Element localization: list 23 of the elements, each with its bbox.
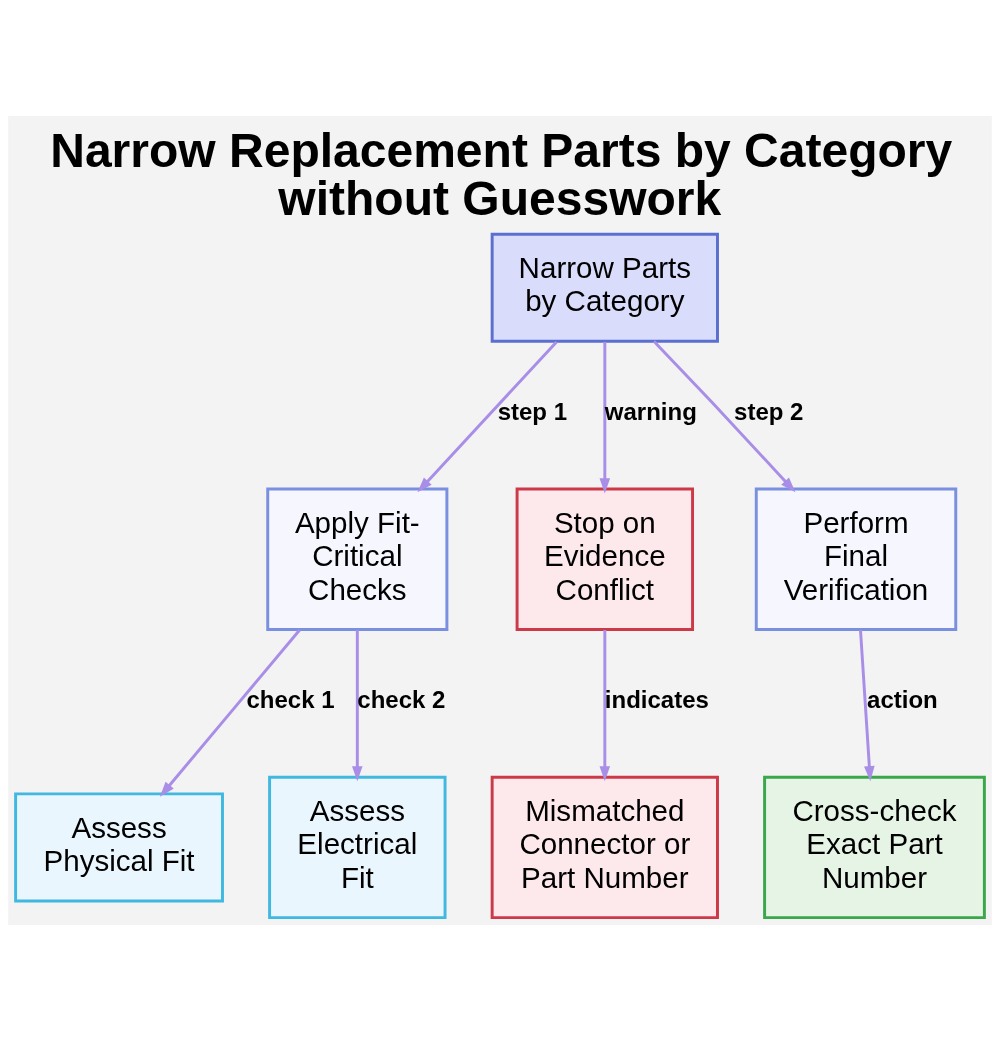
arrow bbox=[352, 629, 363, 781]
edge-label: action bbox=[867, 685, 938, 713]
node-box: Perform Final Verification bbox=[754, 487, 958, 631]
node-box: Assess Physical Fit bbox=[14, 791, 224, 902]
edge-label: check 1 bbox=[246, 685, 335, 713]
node-box: Narrow Parts by Category bbox=[490, 232, 719, 343]
arrow bbox=[417, 340, 558, 492]
diagram-title: Narrow Replacement Parts by Category without Guesswork bbox=[50, 123, 953, 225]
arrow bbox=[599, 629, 611, 781]
edge-label: check 2 bbox=[357, 685, 446, 713]
node-box: Assess Electrical Fit bbox=[268, 775, 447, 919]
edge-label: step 2 bbox=[734, 397, 804, 425]
arrow bbox=[859, 629, 875, 781]
arrow bbox=[599, 341, 611, 494]
node-box: Stop on Evidence Conflict bbox=[515, 487, 695, 631]
arrow bbox=[652, 339, 796, 492]
node-box: Cross-check Exact Part Number bbox=[763, 775, 986, 919]
node-box: Mismatched Connector or Part Number bbox=[490, 775, 719, 919]
edge-label: indicates bbox=[604, 685, 709, 713]
edge-label: step 1 bbox=[497, 397, 568, 425]
edge-label: warning bbox=[604, 397, 697, 425]
node-box: Apply Fit-Critical Checks bbox=[266, 487, 449, 631]
arrow bbox=[159, 628, 301, 797]
